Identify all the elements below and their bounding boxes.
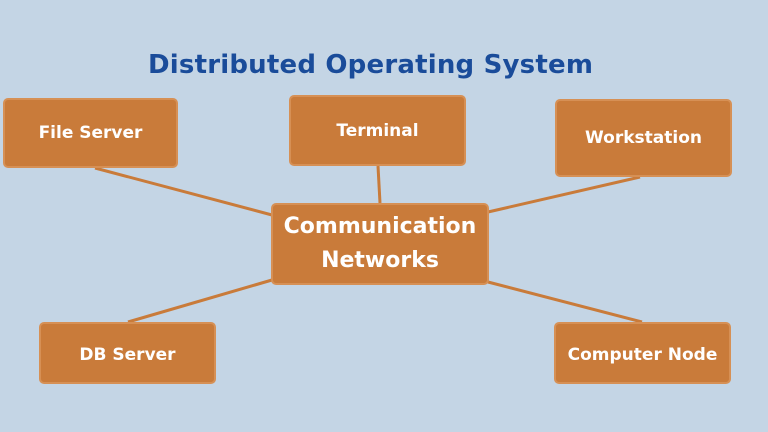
node-workstation: Workstation bbox=[555, 99, 732, 177]
node-communication-networks: Communication Networks bbox=[271, 203, 489, 285]
edge-terminal bbox=[376, 165, 382, 204]
node-db-server: DB Server bbox=[39, 322, 216, 384]
hub-label-line1: Communication bbox=[283, 214, 477, 239]
node-label: DB Server bbox=[79, 345, 176, 365]
diagram-title: Distributed Operating System bbox=[148, 50, 594, 80]
node-computer-node: Computer Node bbox=[554, 322, 731, 384]
edge-db-server bbox=[127, 278, 273, 324]
node-label: Terminal bbox=[336, 120, 419, 141]
node-label: File Server bbox=[38, 123, 143, 143]
node-terminal: Terminal bbox=[289, 95, 466, 166]
edge-workstation bbox=[487, 175, 641, 214]
node-label: Workstation bbox=[585, 128, 702, 148]
node-label: Computer Node bbox=[567, 345, 718, 365]
node-file-server: File Server bbox=[3, 98, 178, 168]
edge-file-server bbox=[94, 166, 273, 217]
edge-computer-node bbox=[487, 280, 643, 324]
hub-label-line2: Networks bbox=[321, 248, 439, 273]
